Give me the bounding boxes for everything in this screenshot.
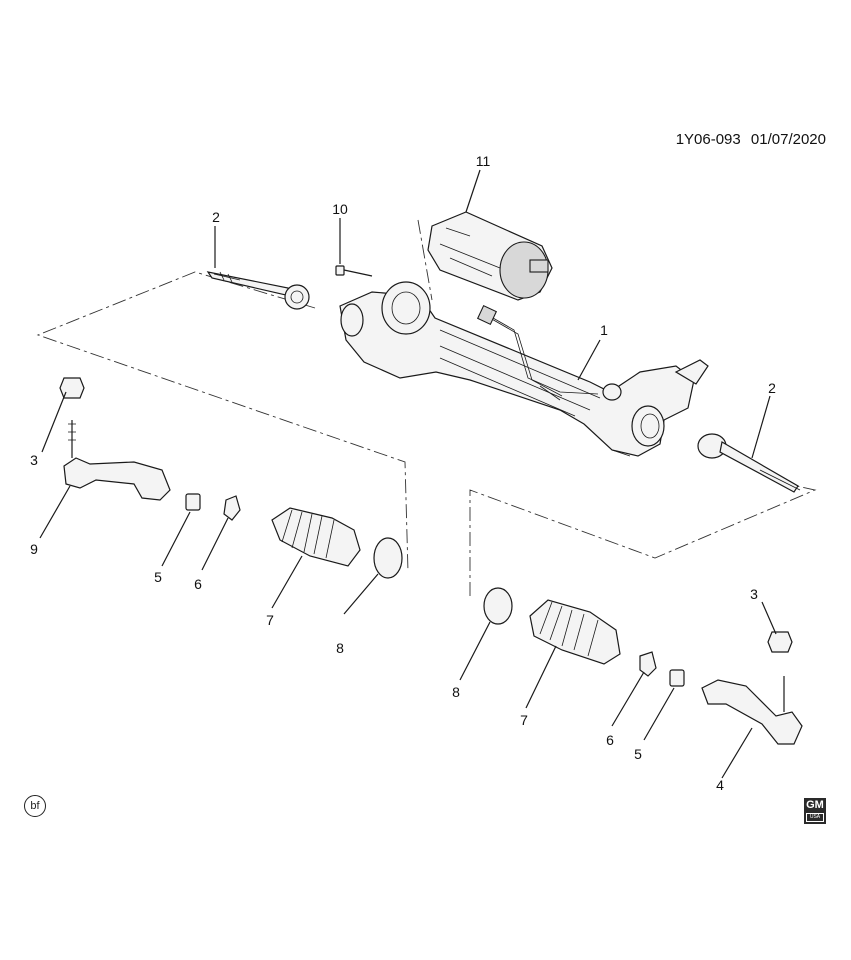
jam-nut-right	[669, 669, 685, 687]
leader-6-right	[611, 671, 645, 727]
leader-6-left	[201, 517, 229, 571]
callout-2-upper: 2	[212, 209, 220, 225]
leader-3-right	[761, 601, 777, 635]
callout-7-right: 7	[520, 712, 528, 728]
leader-7-right	[525, 645, 557, 709]
inner-tie-rod-left	[206, 271, 310, 310]
outer-tie-rod-end-left	[59, 377, 171, 501]
callout-10: 10	[332, 201, 348, 217]
boot-clamp-large-right	[483, 587, 513, 625]
diagram-date: 01/07/2020	[750, 131, 826, 148]
jam-nut-left	[185, 493, 201, 511]
steering-boot-right	[529, 599, 621, 665]
inner-tie-rod-right	[697, 433, 801, 493]
leader-11	[465, 169, 481, 213]
leader-1	[577, 339, 601, 381]
mounting-bolt	[335, 265, 373, 277]
left-alignment-frame	[36, 271, 409, 573]
callout-5-left: 5	[154, 569, 162, 585]
callout-6-right: 6	[606, 732, 614, 748]
boot-clamp-large-left	[373, 537, 403, 579]
callout-3-left: 3	[30, 452, 38, 468]
callout-8-right: 8	[452, 684, 460, 700]
callout-4: 4	[716, 777, 724, 793]
leader-5-left	[161, 511, 191, 567]
outer-tie-rod-end-right	[701, 631, 803, 745]
leader-4	[721, 727, 753, 779]
callout-7-left: 7	[266, 612, 274, 628]
leader-7-left	[271, 555, 303, 609]
boot-clamp-small-left	[223, 495, 241, 521]
right-alignment-frame	[469, 484, 817, 596]
callout-2-right: 2	[768, 380, 776, 396]
callout-6-left: 6	[194, 576, 202, 592]
leader-2-right	[751, 395, 771, 459]
steering-gear-housing	[339, 281, 709, 457]
leader-8-right	[459, 621, 491, 681]
callout-8-left: 8	[336, 640, 344, 656]
callout-9: 9	[30, 541, 38, 557]
leader-3-left	[41, 391, 67, 453]
gm-logo-text: GM	[806, 799, 824, 811]
assist-motor	[427, 211, 553, 301]
callout-11: 11	[475, 153, 491, 169]
boot-clamp-small-right	[639, 651, 657, 677]
leader-5-right	[643, 687, 675, 741]
gm-logo-subtext: USA	[806, 813, 824, 822]
callout-3-right: 3	[750, 586, 758, 602]
leader-9	[39, 485, 71, 539]
callout-5-right: 5	[634, 746, 642, 762]
motor-alignment-line	[417, 219, 433, 301]
gm-logo: GM USA	[804, 798, 826, 824]
callout-1: 1	[600, 322, 608, 338]
steering-boot-left	[271, 507, 361, 567]
diagram-header: 1Y06-093 01/07/2020	[600, 131, 826, 148]
bf-badge: bf	[24, 795, 46, 817]
diagram-code: 1Y06-093	[675, 131, 741, 148]
leader-8-left	[343, 573, 379, 615]
